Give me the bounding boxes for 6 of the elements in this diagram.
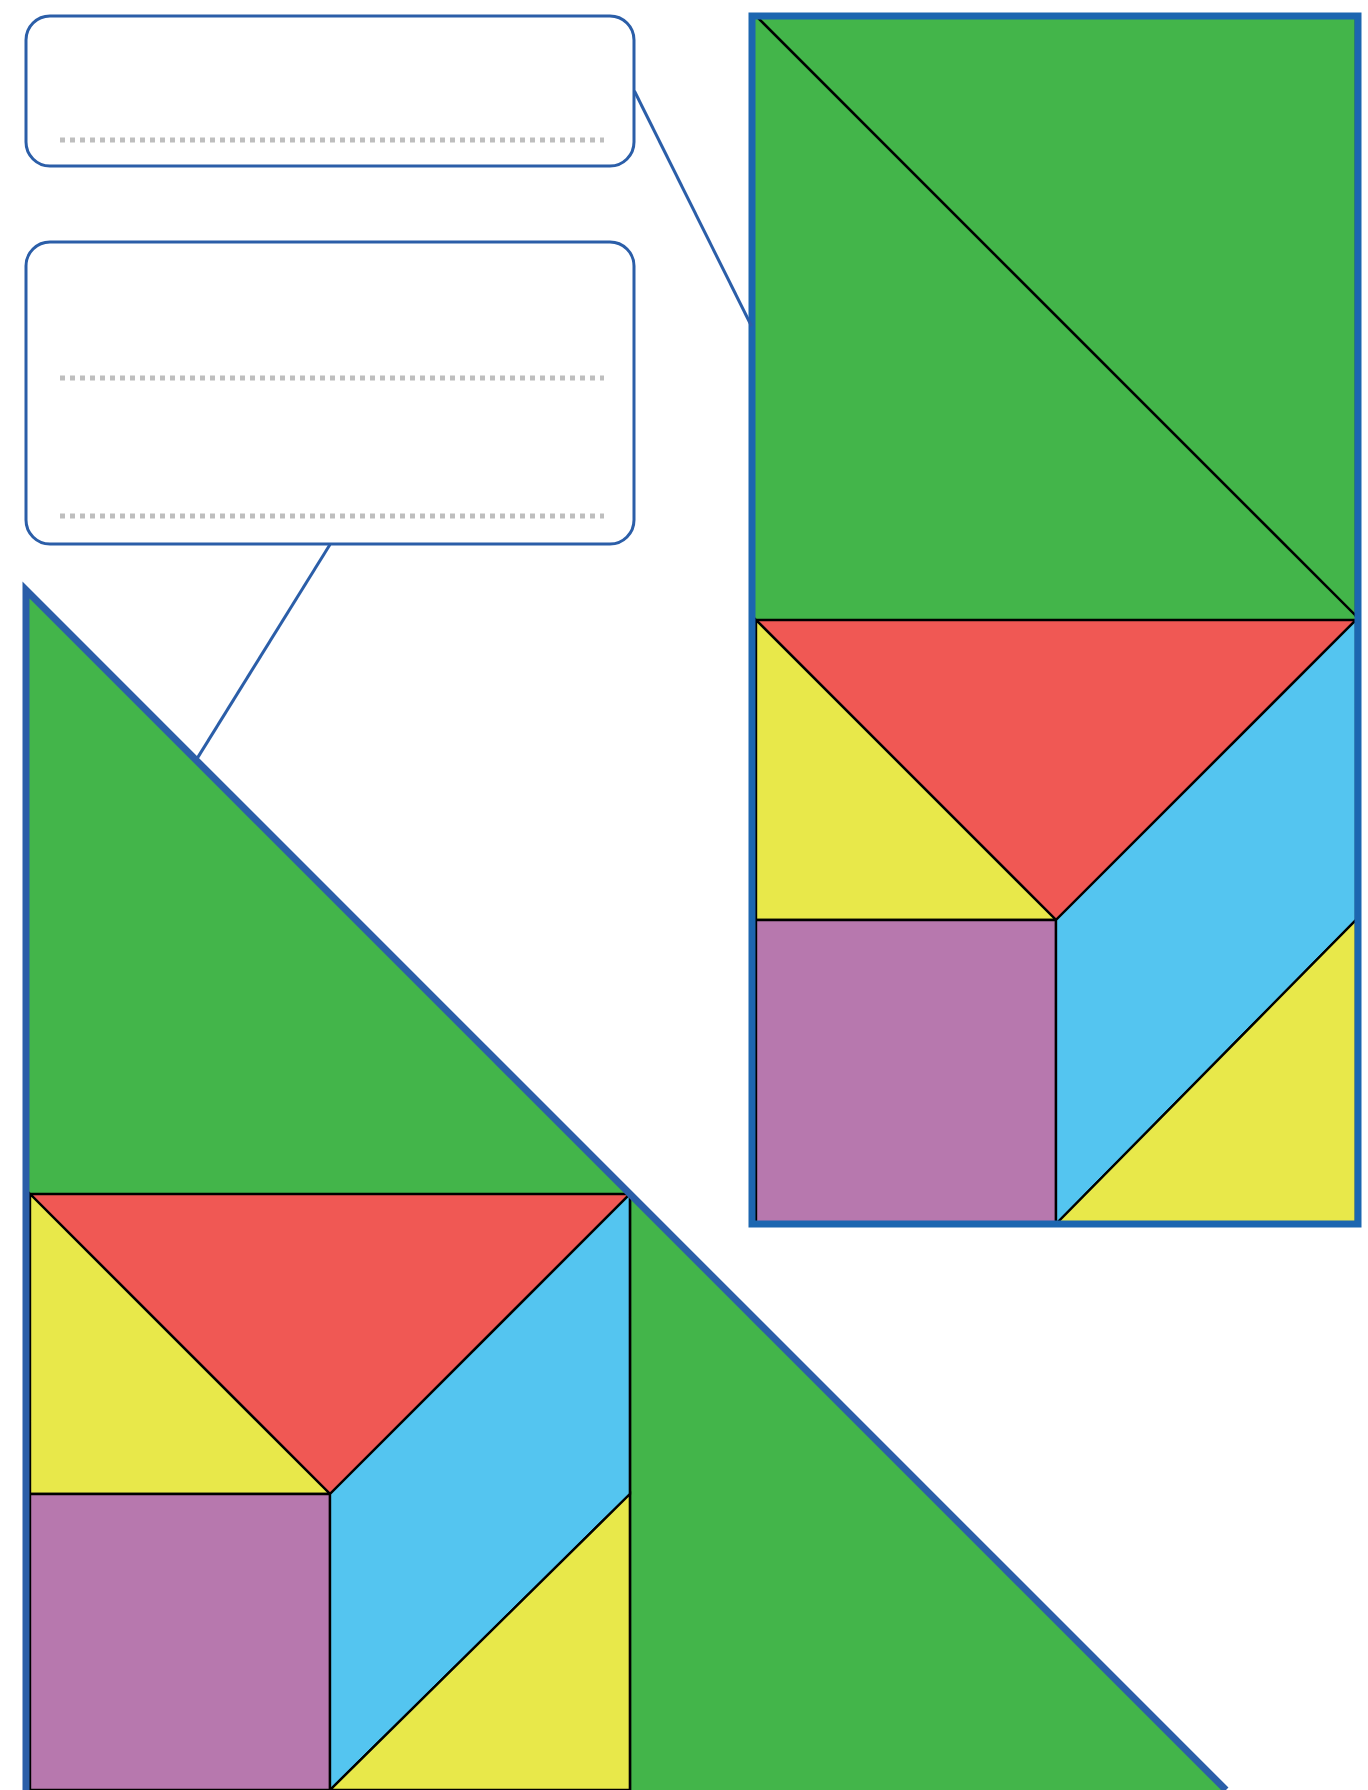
leader-line bbox=[194, 543, 332, 761]
leader-line bbox=[633, 90, 753, 327]
tangram-rectangle-drawing bbox=[748, 12, 1362, 1228]
answer-box bbox=[24, 240, 636, 546]
tangram-triangle-drawing bbox=[22, 581, 1229, 1790]
answer-box bbox=[24, 14, 636, 168]
